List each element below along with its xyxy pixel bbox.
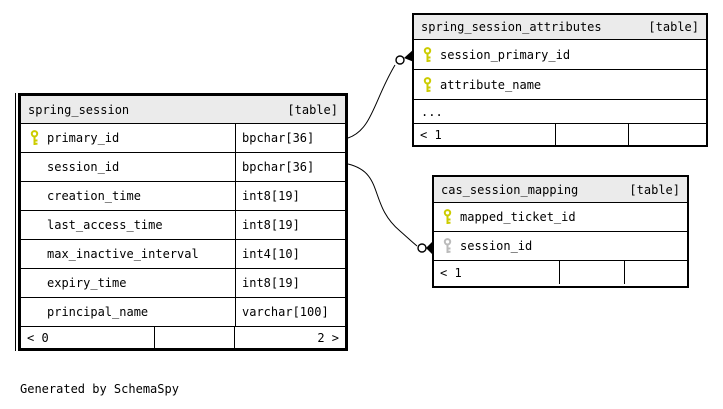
ellipsis: ...: [421, 104, 443, 119]
table-header-spring-session[interactable]: spring_session [table]: [21, 96, 345, 124]
table-badge: [table]: [629, 182, 680, 197]
degree-spacer: [155, 327, 235, 348]
column-name: attribute_name: [440, 77, 542, 92]
column-row-last-access-time: last_access_time int8[19]: [21, 211, 345, 240]
table-spring-session: spring_session [table] primary_id bpchar…: [15, 93, 348, 351]
column-name: session_id: [460, 239, 533, 253]
column-name: last_access_time: [47, 218, 163, 232]
degree-parents: < 1: [434, 261, 560, 284]
degree-footer: < 1: [414, 124, 706, 145]
degree-children: 2 >: [317, 330, 339, 345]
column-name: creation_time: [47, 189, 141, 203]
column-type: int8[19]: [235, 269, 345, 297]
columns-ellipsis-row: ...: [414, 100, 706, 124]
primary-key-icon: [434, 209, 460, 225]
generator-caption: Generated by SchemaSpy: [20, 382, 179, 396]
column-row-expiry-time: expiry_time int8[19]: [21, 269, 345, 298]
edge-primary-id-to-session-primary-id: [347, 64, 396, 139]
column-type: int8[19]: [235, 182, 345, 210]
column-row-session-id-fk: session_id: [434, 232, 687, 261]
degree-parents: < 0: [21, 327, 155, 348]
edge-session-id-to-cas-session-id: [347, 163, 418, 247]
column-row-max-inactive-interval: max_inactive_interval int4[10]: [21, 240, 345, 269]
column-type: int4[10]: [235, 240, 345, 268]
table-name: cas_session_mapping: [441, 182, 579, 197]
primary-key-icon: [414, 46, 440, 63]
table-badge: [table]: [648, 20, 699, 34]
edge-endpoint-circle: [395, 55, 405, 65]
column-type: bpchar[36]: [235, 124, 345, 152]
column-type: varchar[100]: [235, 298, 345, 326]
column-name: max_inactive_interval: [47, 247, 199, 261]
table-header-cas-session-mapping[interactable]: cas_session_mapping [table]: [434, 177, 687, 203]
column-type: bpchar[36]: [235, 153, 345, 181]
column-row-session-primary-id: session_primary_id: [414, 40, 706, 70]
table-header-spring-session-attributes[interactable]: spring_session_attributes [table]: [414, 15, 706, 40]
degree-spacer: [625, 261, 687, 284]
foreign-key-icon: [434, 238, 460, 254]
edge-endpoint-circle: [417, 243, 427, 253]
table-badge: [table]: [287, 102, 338, 117]
column-type: int8[19]: [235, 211, 345, 239]
primary-key-icon: [21, 130, 47, 146]
table-name: spring_session_attributes: [421, 20, 602, 34]
table-name: spring_session: [28, 102, 130, 117]
column-row-attribute-name: attribute_name: [414, 70, 706, 100]
table-cas-session-mapping: cas_session_mapping [table] mapped_ticke…: [432, 175, 689, 288]
degree-footer: < 0 2 >: [21, 327, 345, 348]
degree-parents: < 1: [414, 124, 556, 145]
column-name: mapped_ticket_id: [460, 210, 576, 224]
column-row-session-id: session_id bpchar[36]: [21, 153, 345, 182]
primary-key-icon: [414, 76, 440, 93]
column-row-mapped-ticket-id: mapped_ticket_id: [434, 203, 687, 232]
column-name: session_primary_id: [440, 47, 571, 62]
degree-spacer: [560, 261, 625, 284]
column-row-principal-name: principal_name varchar[100]: [21, 298, 345, 327]
column-row-creation-time: creation_time int8[19]: [21, 182, 345, 211]
column-name: session_id: [47, 160, 120, 174]
degree-spacer: [629, 124, 706, 145]
column-name: primary_id: [47, 131, 120, 145]
column-name: principal_name: [47, 305, 149, 319]
degree-spacer: [556, 124, 629, 145]
table-spring-session-attributes: spring_session_attributes [table] sessio…: [412, 13, 708, 147]
column-name: expiry_time: [47, 276, 127, 290]
column-row-primary-id: primary_id bpchar[36]: [21, 124, 345, 153]
degree-footer: < 1: [434, 261, 687, 284]
